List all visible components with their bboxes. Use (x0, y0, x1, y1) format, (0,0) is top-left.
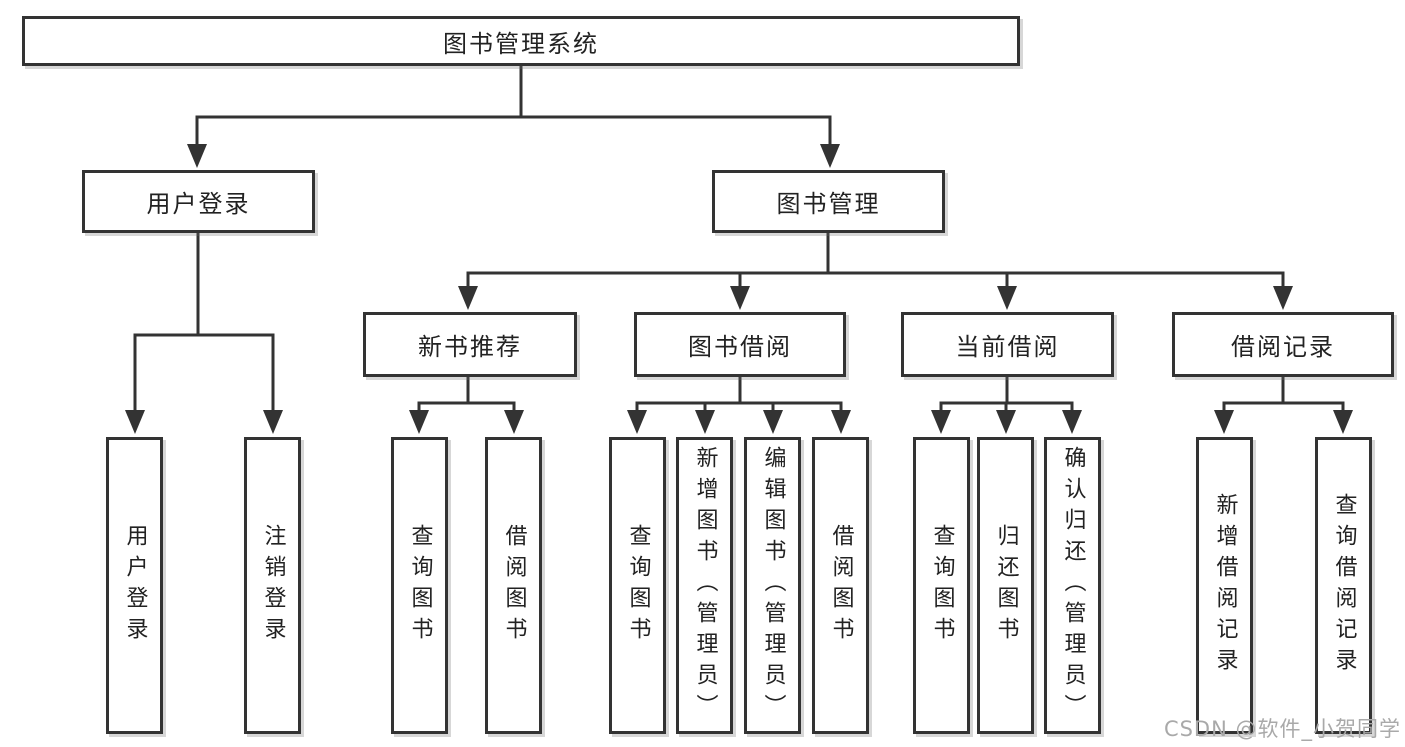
node-label: 用户登录 (122, 523, 148, 648)
node-book-borrow: 图书借阅 (634, 312, 846, 377)
arrowhead (187, 144, 207, 168)
leaf-add-book-admin: 新增图书（管理员） (676, 437, 733, 734)
leaf-confirm-return-admin: 确认归还（管理员） (1044, 437, 1101, 734)
node-root: 图书管理系统 (22, 16, 1020, 66)
leaf-user-login: 用户登录 (106, 437, 163, 734)
node-book-management: 图书管理 (712, 170, 945, 233)
node-new-book-recommend: 新书推荐 (363, 312, 577, 377)
arrowhead (997, 286, 1017, 310)
node-label: 编辑图书（管理员） (760, 446, 786, 725)
node-user-login: 用户登录 (82, 170, 315, 233)
leaf-query-borrow-record: 查询借阅记录 (1315, 437, 1372, 734)
node-label: 查询图书 (929, 523, 955, 648)
leaf-query-books-recommend: 查询图书 (391, 437, 448, 734)
node-current-borrow: 当前借阅 (901, 312, 1114, 377)
node-label: 图书管理系统 (443, 29, 599, 58)
node-borrow-records: 借阅记录 (1172, 312, 1394, 377)
arrowhead (730, 286, 750, 310)
arrowhead (1214, 410, 1234, 434)
arrowhead (931, 410, 951, 434)
leaf-borrow-books: 借阅图书 (812, 437, 869, 734)
node-label: 新增图书（管理员） (692, 446, 718, 725)
node-label: 当前借阅 (955, 333, 1060, 361)
arrowhead (1062, 410, 1082, 434)
arrowhead (263, 410, 283, 434)
leaf-logout: 注销登录 (244, 437, 301, 734)
arrowhead (820, 144, 840, 168)
leaf-edit-book-admin: 编辑图书（管理员） (744, 437, 801, 734)
arrowhead (458, 286, 478, 310)
arrowhead (125, 410, 145, 434)
node-label: 借阅图书 (501, 523, 527, 648)
node-label: 新增借阅记录 (1212, 492, 1238, 679)
node-label: 查询借阅记录 (1331, 492, 1357, 679)
node-label: 新书推荐 (418, 333, 522, 361)
node-label: 用户登录 (146, 190, 251, 218)
node-label: 借阅记录 (1231, 333, 1335, 361)
leaf-query-books-current: 查询图书 (913, 437, 970, 734)
node-label: 图书管理 (776, 190, 881, 218)
leaf-add-borrow-record: 新增借阅记录 (1196, 437, 1253, 734)
node-label: 注销登录 (260, 523, 286, 648)
leaf-query-books-borrow: 查询图书 (609, 437, 666, 734)
arrowhead (1333, 410, 1353, 434)
node-label: 归还图书 (993, 523, 1019, 648)
node-label: 查询图书 (625, 523, 651, 648)
node-label: 借阅图书 (828, 523, 854, 648)
arrowhead (627, 410, 647, 434)
arrowhead (831, 410, 851, 434)
arrowhead (409, 410, 429, 434)
arrowhead (1273, 286, 1293, 310)
arrowhead (763, 410, 783, 434)
node-label: 图书借阅 (688, 333, 792, 361)
node-label: 确认归还（管理员） (1060, 446, 1086, 725)
arrowhead (695, 410, 715, 434)
leaf-return-book: 归还图书 (977, 437, 1034, 734)
leaf-borrow-books-recommend: 借阅图书 (485, 437, 542, 734)
node-label: 查询图书 (407, 523, 433, 648)
arrowhead (996, 410, 1016, 434)
arrowhead (504, 410, 524, 434)
